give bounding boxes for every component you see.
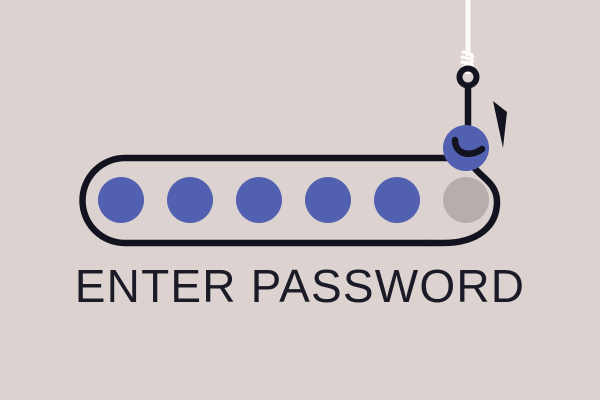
- hook-curl-front: [451, 136, 486, 158]
- hook-barb-icon: [493, 101, 507, 148]
- password-dot-1[interactable]: [98, 177, 144, 223]
- password-field-outline: [79, 154, 470, 247]
- password-dot-6[interactable]: [443, 177, 489, 223]
- password-dot-3[interactable]: [236, 177, 282, 223]
- password-entry-field[interactable]: [79, 154, 490, 247]
- password-dot-4[interactable]: [305, 177, 351, 223]
- page-title: ENTER PASSWORD: [75, 260, 525, 312]
- password-dot-5[interactable]: [374, 177, 420, 223]
- password-dot-2[interactable]: [167, 177, 213, 223]
- stolen-password-dot[interactable]: [443, 125, 489, 171]
